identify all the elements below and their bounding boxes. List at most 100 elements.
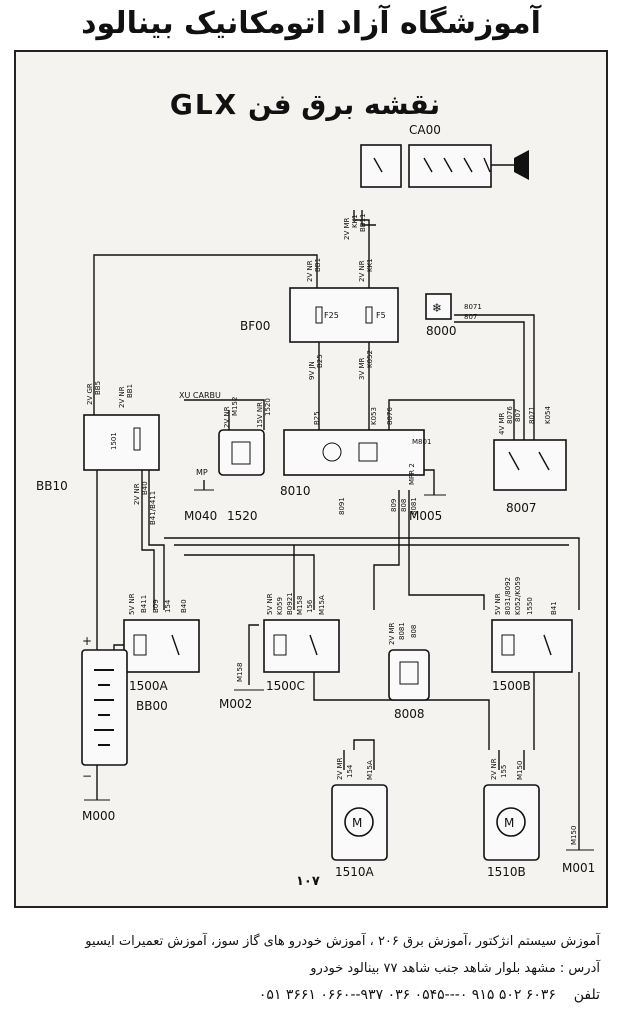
component-1500c: 1500C (263, 619, 340, 693)
wire-label: 8081 (398, 622, 406, 640)
component-8000: ❄ 8000 (425, 293, 457, 338)
wire-label: 2V NR (306, 260, 314, 282)
wire-label: 8071 (528, 406, 536, 424)
label-1500b: 1500B (492, 679, 531, 693)
wire-label: 2V NR (490, 758, 498, 780)
wire-label: KK1 (351, 214, 359, 228)
wire-label: 2V MR (343, 217, 351, 240)
wire-label: M15A (318, 595, 326, 615)
wire-label: K052/K059 (514, 577, 522, 615)
component-bb10: 1501 BB10 (36, 414, 160, 493)
component-m001: M001 (562, 849, 595, 875)
battery-minus: − (82, 769, 92, 783)
label-1500c: 1500C (266, 679, 305, 693)
wire-label: BB5 (94, 381, 102, 395)
wire-label: 2V NR (133, 483, 141, 505)
label-m001: M001 (562, 861, 595, 875)
label-xu-carbu: XU CARBU (179, 391, 221, 400)
wire-label: 8076 (386, 407, 394, 425)
phone-label: تلفن (573, 987, 600, 1003)
component-1510b: M 1510B (483, 784, 540, 879)
wire-label: B40 (180, 599, 188, 613)
wire-label: 154 (164, 599, 172, 613)
wire-label: B40 (141, 481, 149, 495)
wire-label: 5V NR (128, 593, 136, 615)
wire-label: K053 (370, 407, 378, 425)
label-8010: 8010 (280, 484, 311, 498)
wire-label: BB1 (126, 384, 134, 398)
fuse-1501: 1501 (110, 432, 118, 450)
component-1520: 1520 MP M040 XU CARBU (179, 391, 265, 523)
wire-label: K054 (544, 406, 552, 424)
component-8008: 8008 (388, 649, 430, 721)
wire-label: B09 (152, 599, 160, 613)
label-8008: 8008 (394, 707, 425, 721)
wire-label: 8081 (410, 497, 418, 515)
wiring-diagram: CA00 F25 F5 BF00 ❄ 8000 1501 BB10 1520 M… (36, 123, 595, 879)
label-bf00: BF00 (240, 319, 270, 333)
wire-label: B411 (140, 595, 148, 613)
wire-label: B25 (316, 354, 324, 368)
wire-labels: 2V MR KK1 BB11 2V NR BB1 2V NR KK1 9V JN… (86, 213, 578, 845)
wire-label: 15V NR (256, 402, 264, 428)
diagram-title: نقشه برق فن GLX (169, 88, 441, 121)
wire-label: 154 (346, 764, 354, 778)
component-bb00: + − BB00 M000 (81, 634, 168, 823)
wire-label: 808 (410, 625, 418, 638)
footer-line-courses: آموزش سیستم انژکتور ،آموزش برق ۲۰۶ ، آمو… (85, 934, 600, 949)
wire-label: 2V MR (336, 757, 344, 780)
wire-label: 5V NR (266, 593, 274, 615)
component-1500b: 1500B (491, 619, 573, 693)
wire-label: 4V MR (498, 412, 506, 435)
page-number: ۱۰۷ (296, 874, 320, 889)
snowflake-icon: ❄ (432, 301, 442, 315)
wire-label: 2V NR (358, 260, 366, 282)
wire-label: M15A (366, 760, 374, 780)
wire-label: 2V MR (388, 622, 396, 645)
battery-plus: + (82, 634, 92, 648)
wires (93, 210, 580, 850)
wire-label: B25 (313, 411, 321, 425)
wire-label: M150 (570, 826, 578, 845)
wire-label: M158 (236, 663, 244, 682)
label-m005: M005 (409, 509, 442, 523)
wire-label: 1520 (264, 398, 272, 416)
label-m000: M000 (82, 809, 115, 823)
fuse-f5: F5 (376, 311, 386, 320)
wire-label: K059 (276, 597, 284, 615)
wire-label: 8076 (506, 406, 514, 424)
wire-label: 8091 (338, 497, 346, 515)
footer: آموزش سیستم انژکتور ،آموزش برق ۲۰۶ ، آمو… (0, 928, 610, 1009)
wire-label: 8031/8092 (504, 577, 512, 615)
label-bb10: BB10 (36, 479, 68, 493)
wire-label: 5V NR (494, 593, 502, 615)
wire-label: 2V NR (118, 386, 126, 408)
component-m002: M002 (219, 689, 264, 711)
label-1510b: 1510B (487, 865, 526, 879)
label-1510a: 1510A (335, 865, 375, 879)
wire-label: 9V JN (308, 361, 316, 380)
wire-label: 3V MR (358, 357, 366, 380)
component-1510a: M 1510A (331, 784, 388, 879)
footer-line-phone: تلفن ۶۰۳۶ ۵۰۲ ۹۱۵ ۰---۰۵۴۵ ۰۳۶ ۹۳۷--۰۶۶۰… (0, 982, 610, 1009)
wire-label: 807 (514, 409, 522, 422)
wire-label: B41/B411 (149, 491, 157, 525)
header-title: آموزشگاه آزاد اتومکانیک بینالود (81, 6, 541, 41)
wire-label: M158 (296, 596, 304, 615)
wire-label: 807 (464, 313, 477, 321)
label-m801: M801 (412, 438, 431, 446)
wire-label: M150 (516, 761, 524, 780)
label-m040: M040 (184, 509, 217, 523)
wire-label: K052 (366, 350, 374, 368)
label-mpr: MPR 2 (408, 463, 416, 485)
motor-b-symbol: M (504, 816, 514, 830)
label-m002: M002 (219, 697, 252, 711)
component-1500a: 1500A (123, 619, 200, 693)
label-1500a: 1500A (129, 679, 169, 693)
label-bb00: BB00 (136, 699, 168, 713)
phone-numbers: ۶۰۳۶ ۵۰۲ ۹۱۵ ۰---۰۵۴۵ ۰۳۶ ۹۳۷--۰۶۶۰ ۳۶۶۱… (258, 987, 556, 1003)
wire-label: B41 (550, 601, 558, 615)
wire-label: 8071 (464, 303, 482, 311)
wire-label: 2V NR (223, 406, 231, 428)
component-8007: 8007 (493, 439, 567, 515)
